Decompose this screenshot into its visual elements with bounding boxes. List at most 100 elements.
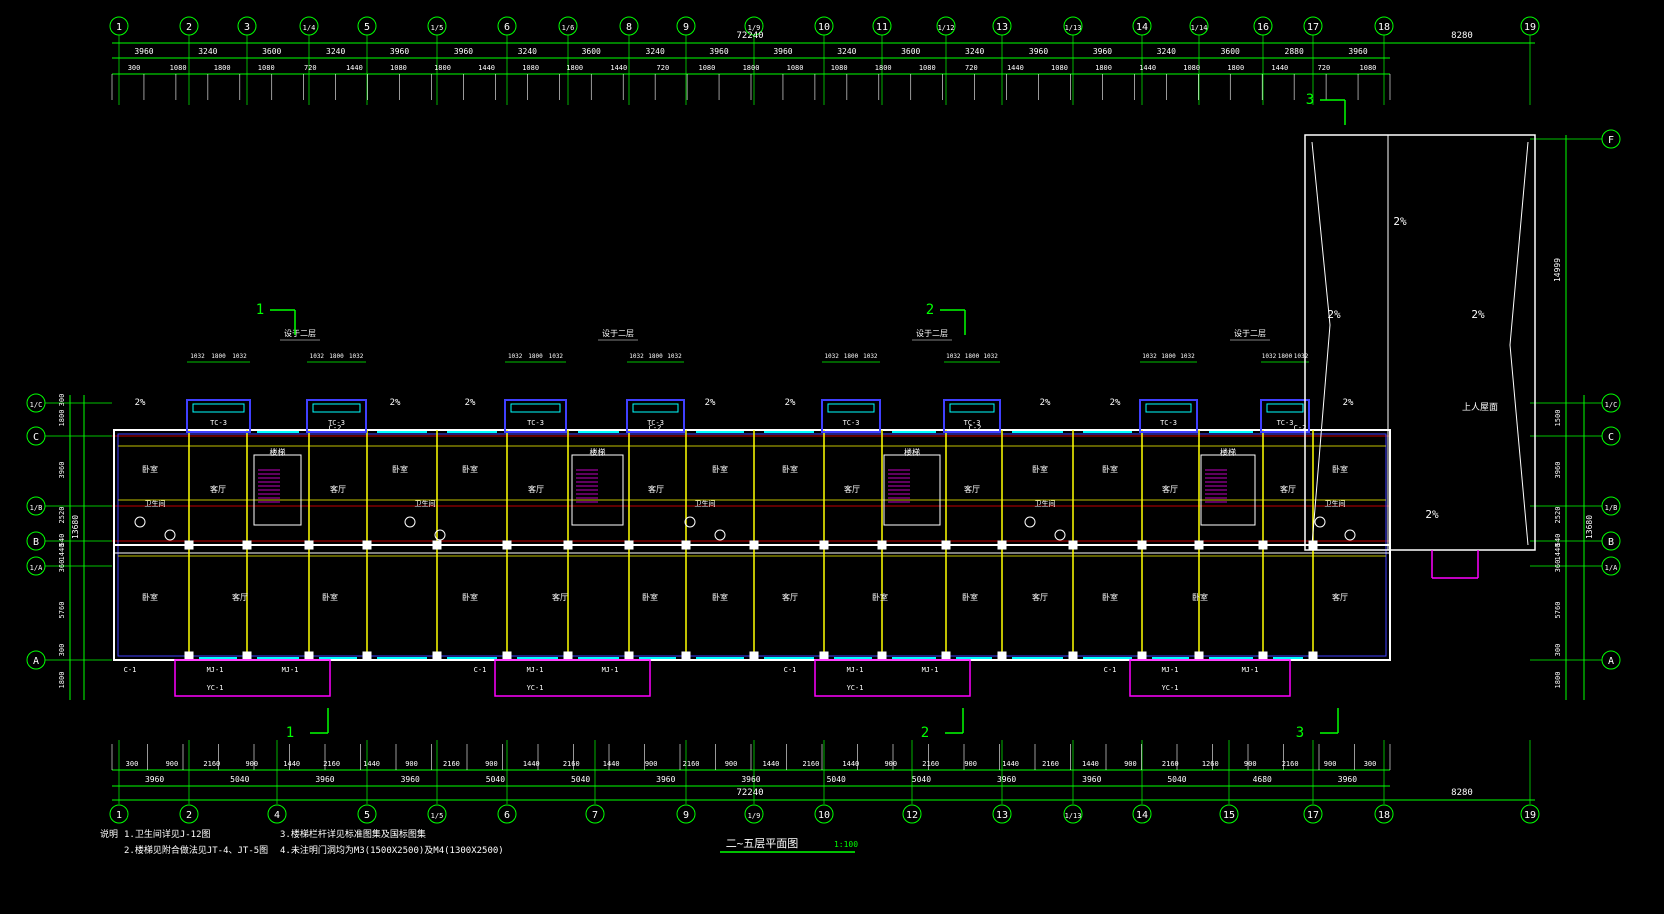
stair-enclosure — [883, 454, 941, 526]
top-row1-dim: 3240 — [837, 47, 856, 56]
top-row2-dim: 1440 — [346, 64, 363, 72]
top-row1-dim: 3960 — [773, 47, 792, 56]
bay-dim: 1032 — [1142, 353, 1157, 360]
left-dim: 360 — [58, 560, 66, 573]
axis-bubble-bottom-16 — [1374, 804, 1394, 824]
column — [242, 540, 252, 550]
axis-bubble-bottom-0 — [109, 804, 129, 824]
stair-label: 楼梯 — [1220, 447, 1236, 457]
bottom-room-label: 客厅 — [1332, 592, 1348, 602]
column — [819, 651, 829, 661]
slope-label: 2% — [390, 398, 401, 408]
living-label: 客厅 — [330, 484, 346, 494]
bottom-room-label: 卧室 — [712, 592, 728, 602]
axis-bubble-bottom-14 — [1219, 804, 1239, 824]
axis-bubble-bottom-1 — [179, 804, 199, 824]
roof-slope-line — [1311, 324, 1331, 546]
column — [502, 540, 512, 550]
axis-bubble-top-1-label: 2 — [186, 22, 192, 33]
bottom-row1-dim: 2160 — [683, 760, 700, 768]
top-row1-dim: 3960 — [1093, 47, 1112, 56]
axis-bubble-top-14-label: 13 — [996, 22, 1008, 33]
bay-dim: 1800 — [648, 353, 663, 360]
bay-dim: 1800 — [1278, 353, 1293, 360]
top-row2-dim: 720 — [657, 64, 670, 72]
top-row1-dim: 3960 — [134, 47, 153, 56]
right-dim: 5760 — [1554, 602, 1562, 619]
balcony-door-code: MJ-1 — [282, 666, 299, 674]
axis-bubble-bottom-17 — [1520, 804, 1540, 824]
column — [304, 651, 314, 661]
bay-window-5 — [949, 403, 995, 413]
balcony-window-code: YC-1 — [527, 684, 544, 692]
bottom-row1-dim: 2160 — [1282, 760, 1299, 768]
axis-bubble-top-7-label: 1/6 — [562, 24, 575, 32]
left-dim: 300 — [58, 644, 66, 657]
stair-enclosure — [571, 454, 624, 526]
column — [1068, 651, 1078, 661]
toilet-fixture — [1314, 516, 1326, 528]
left-dim: 1440 — [58, 544, 66, 561]
bottom-balcony-3 — [1129, 659, 1291, 697]
living-label: 客厅 — [1162, 484, 1178, 494]
bottom-row2-dim: 3960 — [1338, 775, 1357, 784]
living-label: 客厅 — [1280, 484, 1296, 494]
left-dim: 2520 — [58, 507, 66, 524]
axis-bubble-bottom-4-label: 1/5 — [431, 812, 444, 820]
bottom-room-label: 卧室 — [142, 592, 158, 602]
top-row2-dim: 720 — [1318, 64, 1331, 72]
balcony-door-code: MJ-1 — [922, 666, 939, 674]
bottom-row1-dim: 1440 — [1002, 760, 1019, 768]
top-right-dim: 8280 — [1451, 31, 1473, 41]
bay-dim: 1032 — [549, 353, 564, 360]
bottom-row1-dim: 1440 — [842, 760, 859, 768]
axis-bubble-bottom-2 — [267, 804, 287, 824]
bedroom-label: 卧室 — [1032, 464, 1048, 474]
balcony-door-code: MJ-1 — [207, 666, 224, 674]
bedroom-label: 卧室 — [142, 464, 158, 474]
bottom-row2-dim: 3960 — [145, 775, 164, 784]
roof-slope-2: 2% — [1327, 308, 1341, 321]
roof-slope-4: 2% — [1425, 508, 1439, 521]
column — [432, 651, 442, 661]
bay-dim: 1800 — [329, 353, 344, 360]
top-row2-dim: 1440 — [610, 64, 627, 72]
axis-bubble-bottom-11 — [992, 804, 1012, 824]
window-code: C-2 — [649, 424, 662, 432]
stair-label: 楼梯 — [270, 447, 286, 457]
section-mark-top-1: 2 — [926, 302, 934, 318]
column — [624, 651, 634, 661]
living-label: 客厅 — [844, 484, 860, 494]
left-dim: 540 — [58, 534, 66, 547]
axis-bubble-bottom-9 — [814, 804, 834, 824]
notes-label: 说明 — [100, 828, 118, 840]
top-row1-dim: 3960 — [1029, 47, 1048, 56]
axis-bubble-top-13-label: 1/12 — [938, 24, 955, 32]
section-mark-bottom-2: 3 — [1296, 725, 1304, 741]
top-row2-dim: 1800 — [875, 64, 892, 72]
column — [362, 540, 372, 550]
axis-bubble-bottom-13 — [1132, 804, 1152, 824]
axis-bubble-top-3-label: 1/4 — [303, 24, 316, 32]
axis-bubble-right-6-label: A — [1608, 656, 1614, 667]
axis-bubble-top-21-label: 19 — [1524, 22, 1536, 33]
top-total-dim: 72240 — [736, 31, 763, 41]
bay-window-2 — [510, 403, 561, 413]
bottom-row1-dim: 2160 — [323, 760, 340, 768]
bay-dim: 1800 — [528, 353, 543, 360]
bay-window-4 — [827, 403, 875, 413]
right-dim: 3960 — [1554, 462, 1562, 479]
column — [941, 540, 951, 550]
toilet-fixture — [1024, 516, 1036, 528]
balcony-window-code: YC-1 — [207, 684, 224, 692]
section-mark-bottom-0: 1 — [286, 725, 294, 741]
top-row2-dim: 300 — [128, 64, 141, 72]
top-row2-dim: 1080 — [522, 64, 539, 72]
bay-window-code: TC-3 — [1277, 419, 1294, 427]
bottom-row1-dim: 900 — [1324, 760, 1337, 768]
top-row2-dim: 1080 — [787, 64, 804, 72]
bottom-row1-dim: 1440 — [283, 760, 300, 768]
bay-dim: 1032 — [629, 353, 644, 360]
upper-floor-label: 上人屋面 — [1462, 402, 1498, 413]
bottom-row1-dim: 2160 — [443, 760, 460, 768]
